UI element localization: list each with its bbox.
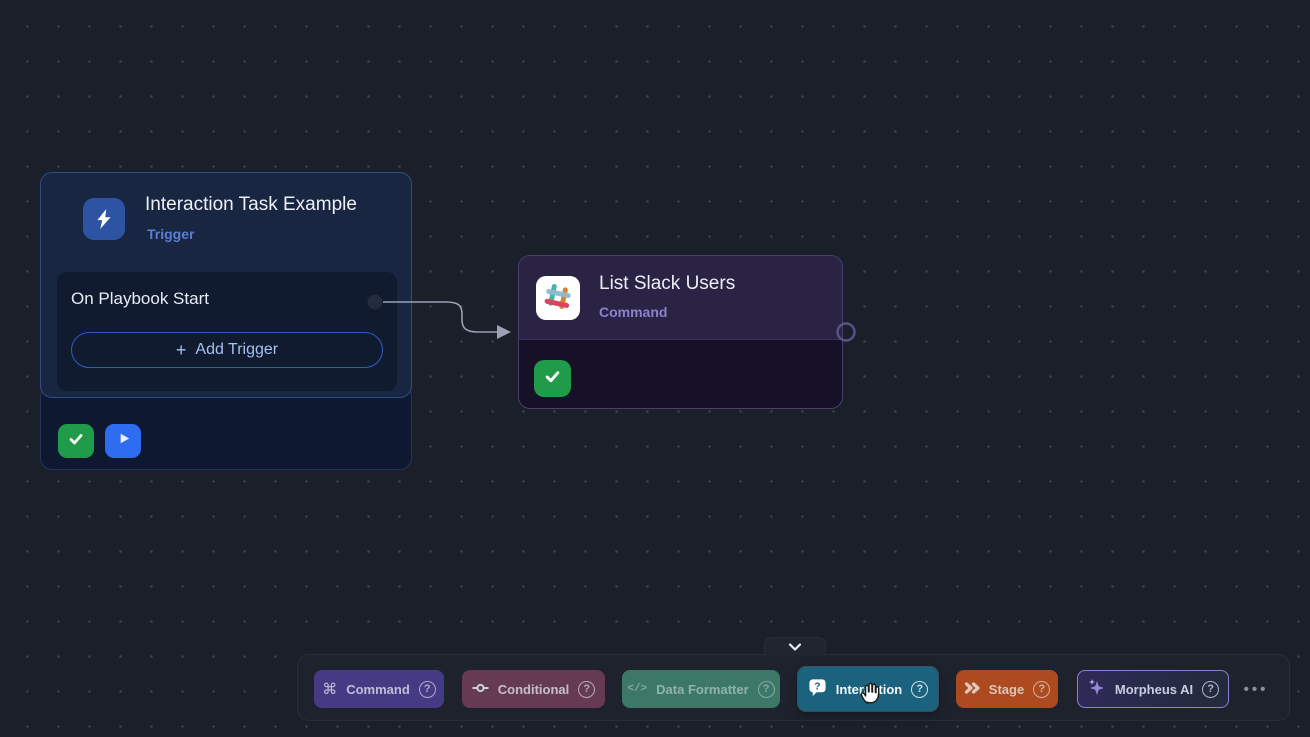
- palette-button-interaction[interactable]: ? Interaction ?: [798, 667, 938, 711]
- help-icon[interactable]: ?: [1202, 680, 1220, 698]
- command-node-title: List Slack Users: [599, 273, 736, 294]
- palette-button-label: Morpheus AI: [1114, 681, 1194, 697]
- palette-button-stage[interactable]: Stage ?: [956, 670, 1058, 708]
- plus-icon: +: [175, 339, 187, 360]
- help-icon[interactable]: ?: [418, 680, 436, 698]
- toolbar-collapse-tab[interactable]: [764, 637, 826, 656]
- help-icon[interactable]: ?: [1033, 680, 1051, 698]
- palette-button-data-formatter[interactable]: </> Data Formatter ?: [622, 670, 780, 708]
- add-trigger-button[interactable]: + Add Trigger: [71, 332, 383, 368]
- play-icon: [115, 430, 132, 452]
- palette-button-label: Command: [346, 681, 410, 697]
- validate-button[interactable]: [58, 424, 94, 458]
- trigger-node-footer: [40, 385, 412, 470]
- help-icon[interactable]: ?: [911, 680, 929, 698]
- sparkles-icon: [1087, 678, 1106, 700]
- trigger-section: On Playbook Start + Add Trigger: [57, 272, 397, 391]
- double-chevron-icon: [964, 681, 980, 698]
- check-icon: [67, 430, 85, 453]
- palette-button-command[interactable]: ⌘ Command ?: [314, 670, 444, 708]
- trigger-node-title: Interaction Task Example: [145, 194, 357, 215]
- command-node[interactable]: List Slack Users Command: [518, 255, 843, 409]
- trigger-node-subtitle: Trigger: [147, 226, 195, 242]
- trigger-node[interactable]: Interaction Task Example Trigger On Play…: [40, 172, 412, 398]
- success-status-badge: [534, 360, 571, 397]
- chevron-down-icon: [788, 638, 802, 656]
- palette-button-label: Data Formatter: [656, 681, 749, 697]
- palette-button-label: Conditional: [497, 681, 570, 697]
- code-icon: </>: [627, 683, 648, 695]
- help-icon[interactable]: ?: [757, 680, 775, 698]
- more-options-button[interactable]: •••: [1236, 670, 1276, 708]
- trigger-section-label: On Playbook Start: [71, 289, 209, 308]
- help-icon[interactable]: ?: [578, 680, 596, 698]
- toggle-node-icon: [472, 680, 489, 699]
- check-icon: [543, 367, 562, 391]
- node-palette-toolbar: ⌘ Command ? Conditional ? </> Data Forma…: [297, 654, 1290, 721]
- command-node-subtitle: Command: [599, 304, 668, 320]
- chat-question-icon: ?: [808, 678, 827, 700]
- palette-button-conditional[interactable]: Conditional ?: [462, 670, 605, 708]
- palette-button-label: Stage: [988, 681, 1025, 697]
- lightning-icon: [83, 198, 125, 240]
- palette-button-label: Interaction: [835, 681, 903, 697]
- run-button[interactable]: [105, 424, 141, 458]
- slack-icon: [536, 276, 580, 320]
- add-trigger-label: Add Trigger: [195, 341, 279, 358]
- palette-button-morpheus-ai[interactable]: Morpheus AI ?: [1077, 670, 1229, 708]
- edge-arrowhead: [497, 325, 511, 339]
- command-icon: ⌘: [322, 681, 338, 698]
- svg-text:?: ?: [814, 681, 820, 692]
